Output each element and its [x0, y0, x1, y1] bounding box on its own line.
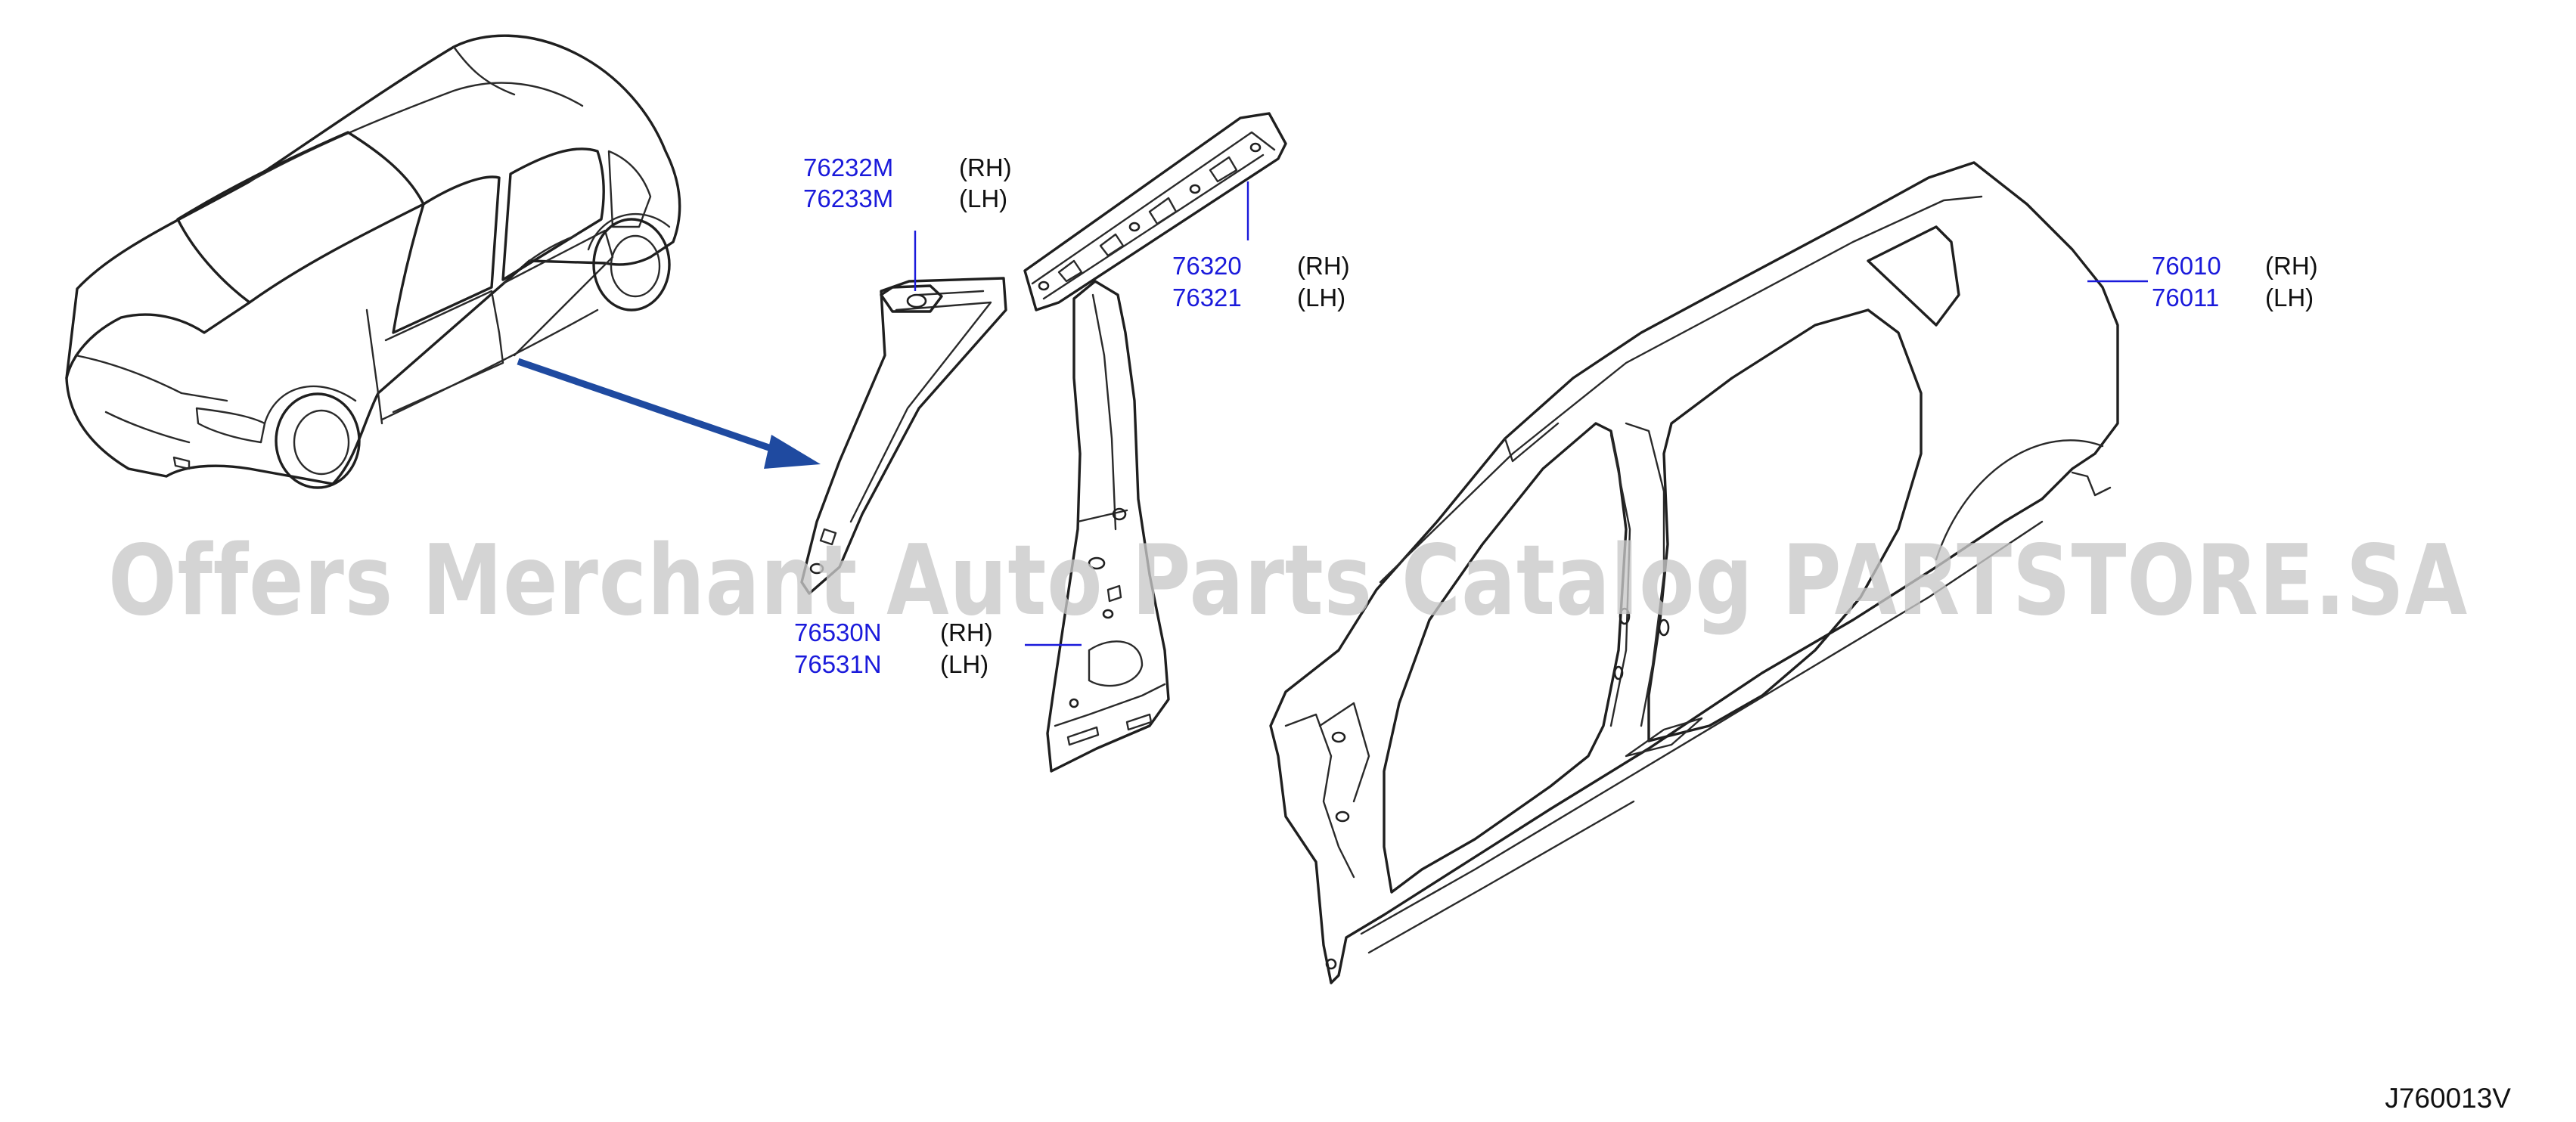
part-number: 76233M — [803, 184, 893, 212]
leader-lines — [914, 181, 2148, 646]
part-number: 76011 — [2152, 284, 2219, 311]
a-pillar-part — [800, 277, 1007, 595]
part-number: 76530N — [794, 618, 882, 646]
part-number: 76320 — [1172, 252, 1242, 280]
diagram-code: J760013V — [2385, 1083, 2511, 1114]
part-label-76320: 76320 (RH) — [1172, 252, 1350, 280]
b-pillar-part — [1046, 280, 1170, 773]
part-label-76531n: 76531N (LH) — [794, 650, 989, 678]
part-number: 76010 — [2152, 252, 2221, 280]
part-side: (LH) — [1297, 284, 1345, 311]
body-side-outer-part — [1269, 161, 2119, 984]
watermark-text: Offers Merchant Auto Parts Catalog PARTS… — [108, 525, 2468, 637]
car-overview — [65, 34, 681, 489]
part-number: 76531N — [794, 650, 882, 678]
part-number: 76232M — [803, 153, 893, 181]
part-label-76321: 76321 (LH) — [1172, 284, 1345, 311]
part-number: 76321 — [1172, 284, 1242, 311]
part-side: (LH) — [959, 184, 1007, 212]
part-side: (LH) — [940, 650, 989, 678]
part-side: (RH) — [2265, 252, 2318, 280]
part-label-76010: 76010 (RH) — [2152, 252, 2318, 280]
part-side: (LH) — [2265, 284, 2314, 311]
part-label-76232m: 76232M (RH) — [803, 153, 1012, 181]
direction-arrow — [517, 358, 821, 469]
roof-rail-part — [1023, 112, 1287, 311]
part-label-76233m: 76233M (LH) — [803, 184, 1007, 212]
part-side: (RH) — [940, 618, 993, 646]
part-label-76530n: 76530N (RH) — [794, 618, 993, 646]
part-side: (RH) — [1297, 252, 1350, 280]
part-side: (RH) — [959, 153, 1012, 181]
part-label-76011: 76011 (LH) — [2152, 284, 2314, 311]
